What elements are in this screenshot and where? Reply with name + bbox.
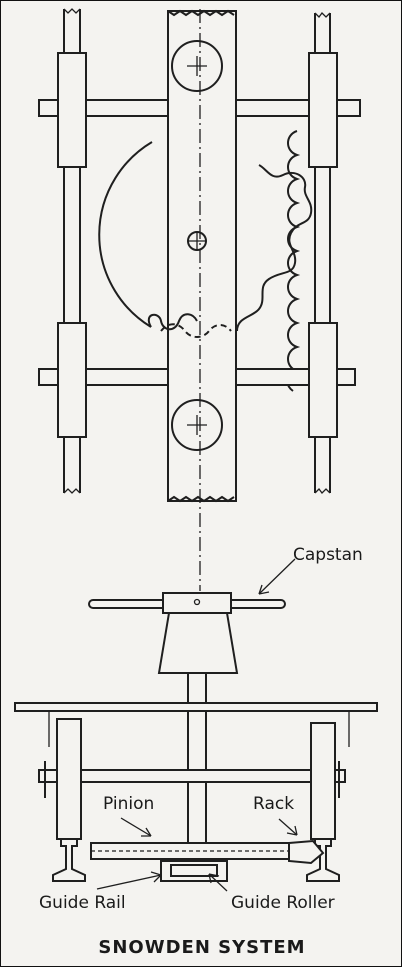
diagram-title: SNOWDEN SYSTEM — [98, 937, 305, 958]
rack-teeth-plan — [286, 130, 301, 392]
plan-view — [38, 8, 361, 591]
guide-roller — [160, 860, 228, 882]
pinion-gear-plan — [98, 141, 313, 338]
wheel-hub-lower-left — [57, 322, 87, 438]
leader-arrows — [96, 558, 298, 892]
wheel-hub-upper-left — [57, 52, 87, 168]
upper-roller — [171, 40, 223, 92]
car-platform — [14, 702, 378, 747]
wheel-axle — [38, 761, 346, 798]
label-pinion: Pinion — [103, 794, 154, 814]
left-wheel — [56, 718, 82, 840]
wheel-hub-lower-right — [308, 322, 338, 438]
capstan — [88, 592, 286, 674]
pinion — [90, 842, 296, 860]
elevation-view: Capstan Pinion Rack Guide Rail Guide Rol… — [14, 545, 378, 958]
left-running-rail — [52, 838, 86, 882]
wheel-hub-upper-right — [308, 52, 338, 168]
label-guide-rail: Guide Rail — [39, 893, 126, 913]
rack — [288, 839, 325, 865]
label-rack: Rack — [253, 794, 294, 814]
label-guide-roller: Guide Roller — [231, 893, 335, 913]
label-capstan: Capstan — [293, 545, 363, 565]
vertical-shaft — [187, 672, 207, 846]
right-running-rail — [306, 838, 340, 882]
lower-roller — [171, 399, 223, 451]
right-wheel — [310, 722, 336, 840]
